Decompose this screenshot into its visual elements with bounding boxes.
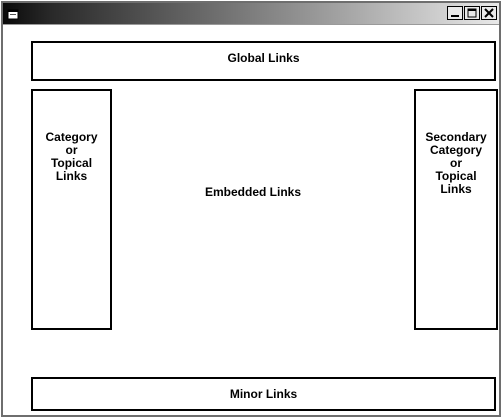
category-links-region: Category or Topical Links	[31, 89, 112, 330]
secondary-category-links-region: Secondary Category or Topical Links	[414, 89, 498, 330]
close-button[interactable]	[481, 6, 497, 20]
title-bar[interactable]	[3, 3, 499, 25]
secondary-category-links-label: Secondary Category or Topical Links	[425, 130, 487, 196]
window-app-icon[interactable]	[7, 7, 19, 20]
category-links-label: Category or Topical Links	[45, 130, 98, 183]
maximize-button[interactable]	[464, 6, 480, 20]
minimize-button[interactable]	[447, 6, 463, 20]
global-links-region: Global Links	[31, 41, 496, 81]
minor-links-label: Minor Links	[229, 387, 298, 401]
window-controls	[446, 6, 497, 22]
embedded-links-label: Embedded Links	[204, 185, 302, 199]
minor-links-region: Minor Links	[31, 377, 496, 411]
global-links-label: Global Links	[227, 51, 300, 65]
